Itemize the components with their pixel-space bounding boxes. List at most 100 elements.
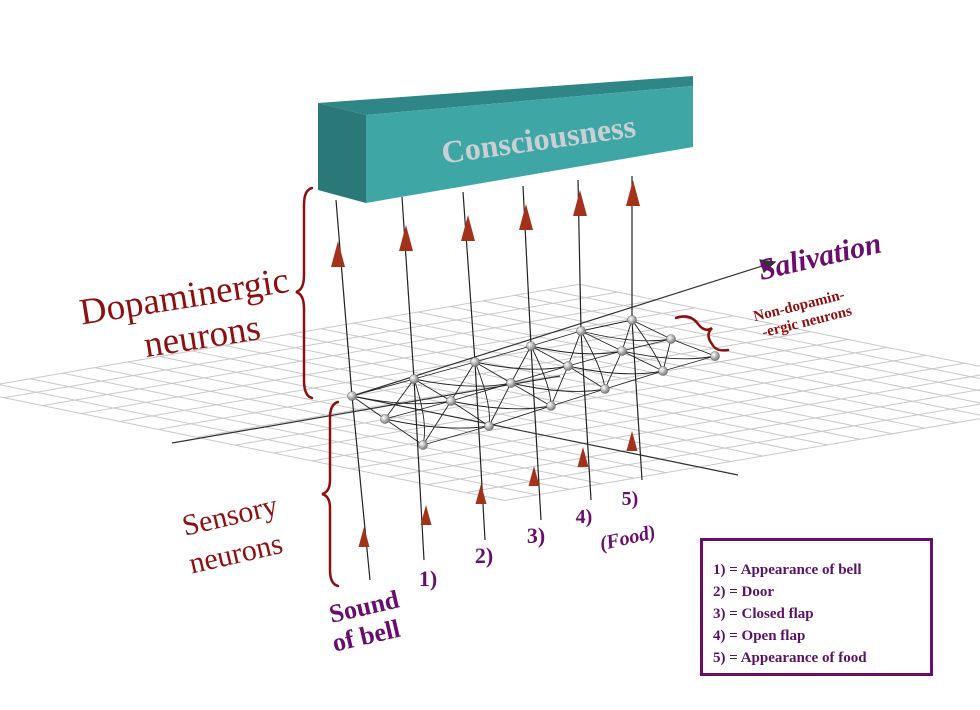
legend-item-2: 2) = Door (713, 584, 775, 600)
grid-line (482, 300, 980, 404)
dopaminergic-axon (462, 191, 476, 363)
dopaminergic-axon (401, 196, 415, 380)
synapse-line (488, 382, 512, 427)
grid-line (504, 418, 980, 501)
grid-line (579, 283, 980, 367)
grid-line (62, 372, 602, 485)
neuron-verticals (335, 176, 643, 581)
grid-line (94, 367, 635, 479)
legend-item-1: 1) = Appearance of bell (713, 562, 862, 578)
synapse-line (488, 405, 552, 427)
synapse-line (450, 382, 512, 402)
neuron-node (446, 396, 456, 406)
upward-arrow (461, 215, 475, 241)
stimulus-label-3: 3) (527, 523, 545, 548)
grid-line (514, 294, 980, 392)
synapse-line (604, 350, 623, 390)
synapse-line (384, 418, 424, 446)
axis-z (351, 395, 739, 476)
synapse-line (450, 400, 490, 427)
sensory-axon (474, 361, 486, 541)
neuron-node (380, 414, 390, 424)
synapse-curve (567, 365, 664, 375)
neuron-network (351, 319, 716, 446)
synapse-line (567, 330, 582, 367)
grid-line (0, 396, 505, 501)
stimulus-label-4: 4) (576, 506, 593, 528)
neuron-node (409, 374, 419, 384)
sensory-axon (631, 319, 643, 481)
grid-line (353, 322, 893, 435)
non-dopaminergic-brace (674, 315, 730, 352)
upward-arrow (331, 241, 345, 267)
synapse-curve (474, 361, 569, 370)
braces (295, 186, 730, 588)
sensory-arrow (358, 527, 370, 547)
sensory-arrow (528, 466, 540, 486)
grid-line (0, 283, 580, 385)
legend-item-3: 3) = Closed flap (713, 606, 814, 622)
sensory-arrow (577, 447, 589, 467)
neuron-node (546, 401, 556, 411)
grid-line (385, 317, 925, 429)
grid-line (30, 378, 570, 490)
synapse-curve (621, 350, 716, 360)
synapse-curve (450, 400, 552, 410)
neuron-node (506, 378, 516, 388)
neuron-node (484, 421, 494, 431)
neuron-node (710, 351, 720, 361)
synapse-line (474, 345, 532, 363)
grid-line (191, 350, 731, 463)
synapse-line (530, 345, 569, 367)
sensory-axon (580, 330, 592, 501)
synapse-line (621, 350, 664, 372)
synapse-line (450, 361, 476, 402)
synapse-curve (530, 345, 623, 355)
sensory-axon (351, 395, 371, 581)
grid-line (417, 311, 958, 424)
synapse-line (384, 400, 452, 420)
synapse-line (413, 378, 452, 402)
grid-line (350, 362, 965, 470)
synapse-line (422, 425, 490, 446)
synapse-line (580, 330, 623, 352)
upward-arrow (626, 180, 640, 206)
grid-line (127, 361, 667, 474)
synapse-curve (384, 418, 490, 429)
synapse-curve (510, 382, 606, 392)
synapse-line (384, 378, 415, 420)
neuron-node (627, 315, 637, 325)
sensory-brace (321, 400, 340, 588)
synapse-curve (580, 330, 672, 342)
neuron-node (347, 391, 357, 401)
legend-item-4: 4) = Open flap (713, 628, 806, 644)
sensory-arrow (475, 484, 487, 504)
upward-arrow (573, 190, 587, 216)
legend-box: 1) = Appearance of bell 2) = Door 3) = C… (700, 538, 933, 676)
grid-line (4, 291, 618, 399)
synapse-line (422, 400, 452, 446)
axis-salivation (351, 261, 776, 397)
sensory-axon (413, 378, 425, 561)
grid-line (466, 403, 980, 494)
box-top-face (318, 76, 693, 115)
neuron-node (526, 341, 536, 351)
synapse-line (662, 338, 672, 372)
salivation-label: Salivation (755, 227, 884, 287)
dopaminergic-axon (335, 199, 353, 397)
grid-line (0, 384, 538, 496)
synapse-curve (413, 378, 512, 387)
neuron-node (418, 440, 428, 450)
synapse-line (621, 319, 633, 352)
grid-line (42, 299, 657, 407)
grid-line (235, 339, 849, 446)
consciousness-box: Consciousness (318, 76, 693, 203)
box-front-face (366, 86, 693, 203)
sensory-axon (530, 345, 542, 521)
grid-line (546, 289, 980, 380)
synapse-line (510, 382, 552, 407)
upward-arrow (519, 204, 533, 230)
grid-line (81, 307, 695, 415)
synapse-line (351, 395, 386, 420)
